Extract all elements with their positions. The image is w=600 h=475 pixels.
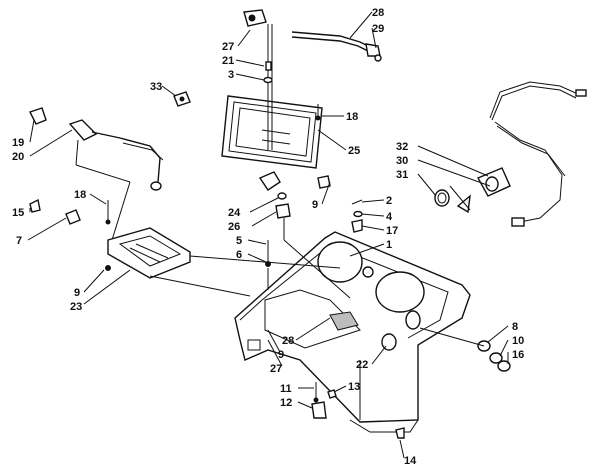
callout-26: 26 xyxy=(228,221,240,233)
wiring-harness xyxy=(434,81,587,227)
callout-27-bottom: 27 xyxy=(270,363,282,375)
callout-18-left: 18 xyxy=(74,189,86,201)
dash-panel xyxy=(234,231,471,433)
callout-25: 25 xyxy=(348,145,360,157)
callout-17: 17 xyxy=(386,225,398,237)
callout-labels: 27 21 3 28 29 33 18 25 19 20 18 15 7 9 2… xyxy=(12,7,524,467)
callout-9-center: 9 xyxy=(312,199,318,211)
callout-10: 10 xyxy=(512,335,524,347)
bottom-bracket xyxy=(311,382,405,439)
callout-30: 30 xyxy=(396,155,408,167)
callout-27-top: 27 xyxy=(222,41,234,53)
callout-5: 5 xyxy=(236,235,242,247)
callout-1: 1 xyxy=(386,239,392,251)
callout-28-top: 28 xyxy=(372,7,384,19)
callout-2: 2 xyxy=(386,195,392,207)
callout-22: 22 xyxy=(356,359,368,371)
callout-24: 24 xyxy=(228,207,241,219)
callout-12: 12 xyxy=(280,397,292,409)
callout-16: 16 xyxy=(512,349,524,361)
top-fasteners xyxy=(258,61,331,191)
callout-15: 15 xyxy=(12,207,24,219)
right-washers xyxy=(419,327,511,372)
callout-33: 33 xyxy=(150,81,162,93)
callout-9-bottom: 9 xyxy=(278,349,284,361)
callout-9-left: 9 xyxy=(74,287,80,299)
callout-13: 13 xyxy=(348,381,360,393)
callout-11: 11 xyxy=(280,383,292,395)
callout-31: 31 xyxy=(396,169,408,181)
callout-19: 19 xyxy=(12,137,24,149)
callout-20: 20 xyxy=(12,151,24,163)
callout-14: 14 xyxy=(404,455,417,467)
callout-8: 8 xyxy=(512,321,518,333)
callout-3: 3 xyxy=(228,69,234,81)
left-bolts xyxy=(29,198,81,225)
callout-21: 21 xyxy=(222,55,234,67)
callout-23: 23 xyxy=(70,301,82,313)
callout-28-bottom: 28 xyxy=(282,335,294,347)
callout-7: 7 xyxy=(16,235,22,247)
ignition-switch-assembly xyxy=(243,9,382,150)
center-hardware xyxy=(265,192,363,299)
callout-18-right: 18 xyxy=(346,111,358,123)
headlight-switch xyxy=(173,91,191,107)
callout-29: 29 xyxy=(372,23,384,35)
throttle-cable-assembly xyxy=(29,107,164,241)
callout-4: 4 xyxy=(386,211,393,223)
leader-lines xyxy=(27,11,509,459)
callout-32: 32 xyxy=(396,141,408,153)
callout-6: 6 xyxy=(236,249,242,261)
